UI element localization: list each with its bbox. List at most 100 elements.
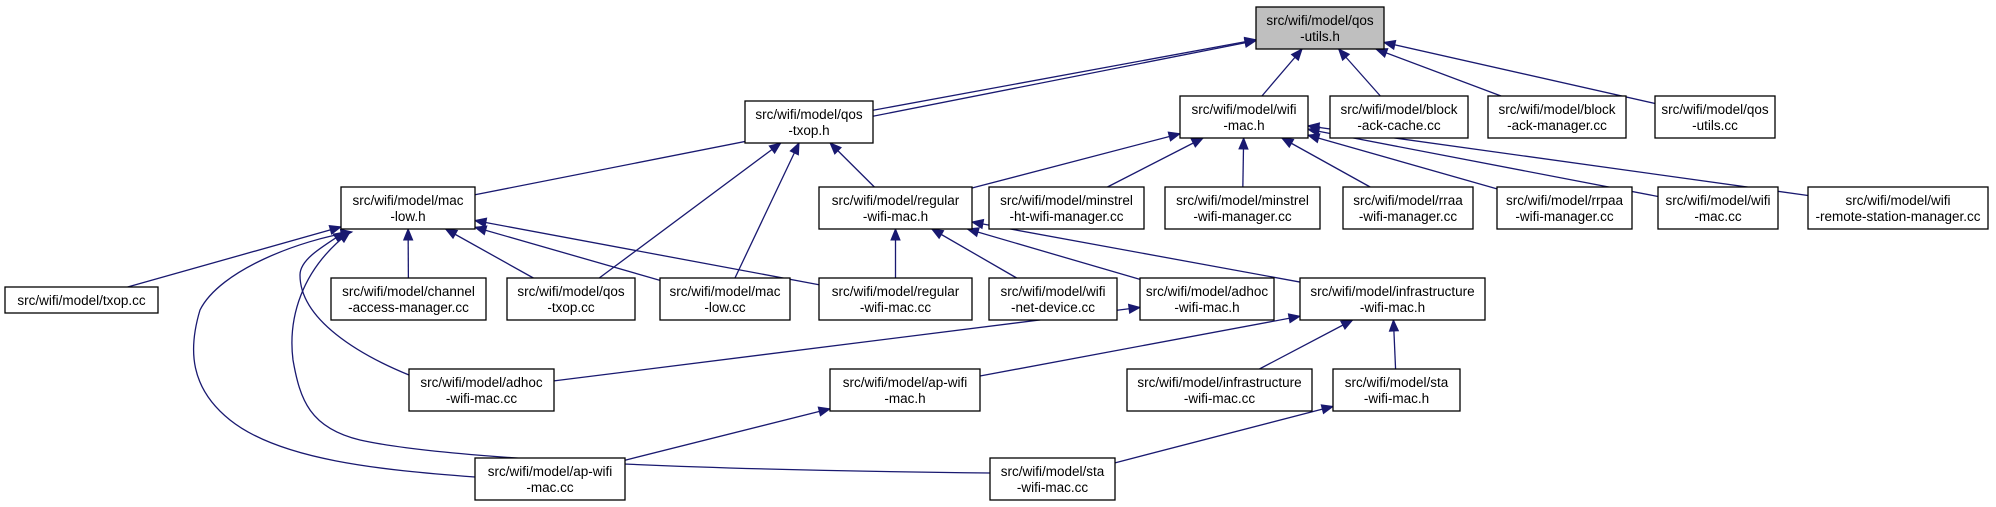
node-channel-access-cc[interactable]: src/wifi/model/channel-access-manager.cc bbox=[330, 277, 487, 321]
arrow-head-icon bbox=[817, 406, 832, 417]
node-remote-station-cc[interactable]: src/wifi/model/wifi-remote-station-manag… bbox=[1807, 186, 1989, 230]
arrow-head-icon bbox=[1306, 133, 1321, 144]
node-label-line: -wifi-mac.h bbox=[1360, 300, 1425, 315]
node-label-line: -wifi-mac.h bbox=[1174, 300, 1239, 315]
edge-wifi-net-device-cc-to-regular-wifi-mac-h bbox=[930, 228, 1017, 279]
node-box bbox=[1332, 368, 1461, 412]
node-qos-txop-cc[interactable]: src/wifi/model/qos-txop.cc bbox=[506, 277, 636, 321]
arrow-head-icon bbox=[1243, 37, 1258, 49]
node-label-line: src/wifi/model/block bbox=[1498, 102, 1615, 117]
node-adhoc-wifi-mac-h[interactable]: src/wifi/model/adhoc-wifi-mac.h bbox=[1139, 277, 1275, 321]
edge-ap-wifi-mac-cc-to-mac-low-h bbox=[192, 228, 476, 478]
edge-qos-utils-cc-to-qos-utils-h bbox=[1382, 39, 1656, 105]
node-minstrel-ht-cc[interactable]: src/wifi/model/minstrel-ht-wifi-manager.… bbox=[988, 186, 1145, 230]
arrow-head-icon bbox=[1382, 39, 1397, 51]
arrow-head-icon bbox=[1337, 48, 1351, 62]
node-infrastructure-wifi-mac-h[interactable]: src/wifi/model/infrastructure-wifi-mac.h bbox=[1299, 277, 1486, 321]
node-box bbox=[988, 277, 1118, 321]
edge-rraa-cc-to-wifi-mac-h bbox=[1280, 137, 1371, 188]
arrow-head-icon bbox=[1167, 131, 1182, 142]
node-qos-txop-h[interactable]: src/wifi/model/qos-txop.h bbox=[744, 100, 874, 144]
edge-regular-wifi-mac-h-to-qos-txop-h bbox=[829, 142, 875, 188]
node-label-line: -wifi-manager.cc bbox=[1359, 209, 1458, 224]
node-txop-cc[interactable]: src/wifi/model/txop.cc bbox=[4, 286, 159, 314]
node-box bbox=[818, 186, 973, 230]
nodes-layer: src/wifi/model/qos-utils.hsrc/wifi/model… bbox=[4, 6, 1989, 501]
node-label-line: src/wifi/model/block bbox=[1340, 102, 1457, 117]
arrow-head-icon bbox=[1339, 319, 1354, 330]
node-box bbox=[408, 368, 555, 412]
node-regular-wifi-mac-cc[interactable]: src/wifi/model/regular-wifi-mac.cc bbox=[818, 277, 973, 321]
node-box bbox=[1299, 277, 1486, 321]
node-label-line: src/wifi/model/qos bbox=[1661, 102, 1769, 117]
node-rraa-cc[interactable]: src/wifi/model/rraa-wifi-manager.cc bbox=[1342, 186, 1474, 230]
arrow-head-icon bbox=[1320, 404, 1335, 415]
node-regular-wifi-mac-h[interactable]: src/wifi/model/regular-wifi-mac.h bbox=[818, 186, 973, 230]
node-box bbox=[1342, 186, 1474, 230]
node-label-line: src/wifi/model/adhoc bbox=[420, 375, 543, 390]
node-wifi-mac-h[interactable]: src/wifi/model/wifi-mac.h bbox=[1179, 95, 1309, 139]
edge-qos-txop-cc-to-mac-low-h bbox=[444, 228, 534, 279]
node-label-line: src/wifi/model/txop.cc bbox=[17, 293, 146, 308]
node-label-line: src/wifi/model/minstrel bbox=[1176, 193, 1309, 208]
node-qos-utils-h[interactable]: src/wifi/model/qos-utils.h bbox=[1255, 6, 1385, 50]
node-box bbox=[818, 277, 973, 321]
node-box bbox=[1496, 186, 1633, 230]
node-qos-utils-cc[interactable]: src/wifi/model/qos-utils.cc bbox=[1654, 95, 1776, 139]
node-sta-wifi-mac-h[interactable]: src/wifi/model/sta-wifi-mac.h bbox=[1332, 368, 1461, 412]
node-box bbox=[1657, 186, 1779, 230]
node-label-line: -wifi-mac.cc bbox=[1184, 391, 1255, 406]
node-label-line: -txop.h bbox=[788, 123, 829, 138]
node-label-line: src/wifi/model/mac bbox=[352, 193, 463, 208]
node-label-line: -utils.h bbox=[1300, 29, 1340, 44]
node-label-line: -net-device.cc bbox=[1011, 300, 1095, 315]
edge-infrastructure-wifi-mac-h-to-regular-wifi-mac-h bbox=[970, 218, 1301, 283]
node-label-line: -mac.cc bbox=[526, 480, 574, 495]
node-block-ack-manager-cc[interactable]: src/wifi/model/block-ack-manager.cc bbox=[1487, 95, 1627, 139]
edge-regular-wifi-mac-cc-to-mac-low-h bbox=[473, 217, 820, 286]
edge-wifi-mac-h-to-qos-utils-h bbox=[1261, 47, 1303, 97]
edge-infrastructure-wifi-mac-cc-to-infrastructure-wifi-mac-h bbox=[1259, 319, 1354, 370]
node-mac-low-h[interactable]: src/wifi/model/mac-low.h bbox=[340, 186, 476, 230]
node-box bbox=[474, 457, 626, 501]
node-box bbox=[330, 277, 487, 321]
node-ap-wifi-mac-cc[interactable]: src/wifi/model/ap-wifi-mac.cc bbox=[474, 457, 626, 501]
node-label-line: -wifi-mac.cc bbox=[860, 300, 931, 315]
node-label-line: -wifi-mac.h bbox=[863, 209, 928, 224]
edge-mac-low-cc-to-mac-low-h bbox=[473, 225, 661, 281]
arrow-head-icon bbox=[970, 218, 985, 230]
arrow-head-icon bbox=[1374, 48, 1389, 58]
edges-layer bbox=[127, 36, 1809, 478]
node-label-line: -mac.cc bbox=[1694, 209, 1742, 224]
node-box bbox=[1654, 95, 1776, 139]
node-minstrel-cc[interactable]: src/wifi/model/minstrel-wifi-manager.cc bbox=[1164, 186, 1321, 230]
edge-mac-low-cc-to-qos-txop-h bbox=[734, 141, 800, 279]
node-label-line: -wifi-mac.cc bbox=[446, 391, 517, 406]
edge-sta-wifi-mac-cc-to-mac-low-h bbox=[291, 231, 991, 474]
arrow-head-icon bbox=[1190, 137, 1205, 148]
arrow-head-icon bbox=[1290, 47, 1303, 62]
node-wifi-net-device-cc[interactable]: src/wifi/model/wifi-net-device.cc bbox=[988, 277, 1118, 321]
node-block-ack-cache-cc[interactable]: src/wifi/model/block-ack-cache.cc bbox=[1329, 95, 1469, 139]
node-rrpaa-cc[interactable]: src/wifi/model/rrpaa-wifi-manager.cc bbox=[1496, 186, 1633, 230]
node-label-line: src/wifi/model/sta bbox=[1001, 464, 1105, 479]
node-label-line: -ack-cache.cc bbox=[1357, 118, 1441, 133]
node-label-line: src/wifi/model/qos bbox=[1266, 13, 1374, 28]
arrow-head-icon bbox=[1238, 136, 1249, 150]
node-infrastructure-wifi-mac-cc[interactable]: src/wifi/model/infrastructure-wifi-mac.c… bbox=[1126, 368, 1313, 412]
node-box bbox=[988, 186, 1145, 230]
node-sta-wifi-mac-cc[interactable]: src/wifi/model/sta-wifi-mac.cc bbox=[989, 457, 1116, 501]
node-mac-low-cc[interactable]: src/wifi/model/mac-low.cc bbox=[659, 277, 791, 321]
edge-block-ack-cache-cc-to-qos-utils-h bbox=[1337, 48, 1381, 97]
arrow-head-icon bbox=[1127, 303, 1142, 315]
edge-regular-wifi-mac-cc-to-regular-wifi-mac-h bbox=[890, 227, 901, 278]
node-label-line: -remote-station-manager.cc bbox=[1815, 209, 1980, 224]
node-wifi-mac-cc[interactable]: src/wifi/model/wifi-mac.cc bbox=[1657, 186, 1779, 230]
node-label-line: src/wifi/model/regular bbox=[832, 284, 960, 299]
node-label-line: src/wifi/model/qos bbox=[755, 107, 863, 122]
node-adhoc-wifi-mac-cc[interactable]: src/wifi/model/adhoc-wifi-mac.cc bbox=[408, 368, 555, 412]
node-ap-wifi-mac-h[interactable]: src/wifi/model/ap-wifi-mac.h bbox=[829, 368, 981, 412]
node-box bbox=[340, 186, 476, 230]
arrow-head-icon bbox=[1280, 137, 1295, 149]
